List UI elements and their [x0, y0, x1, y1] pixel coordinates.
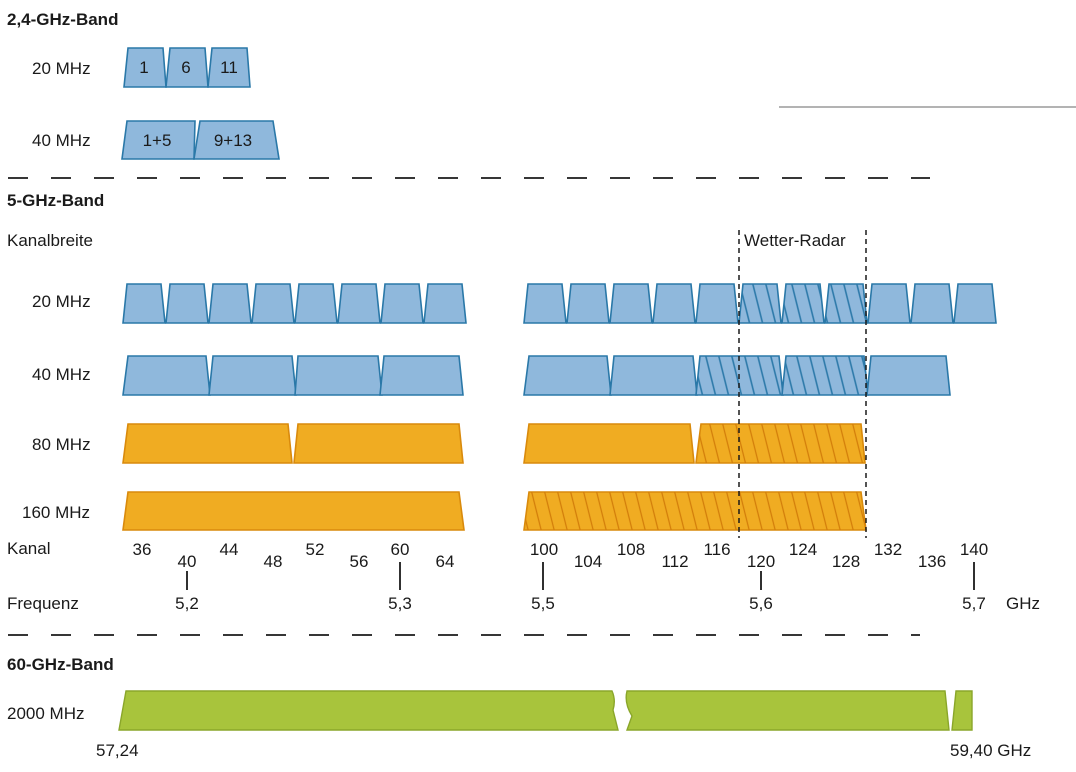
frequency-label: 5,6 [749, 594, 773, 613]
radar-hatch [524, 492, 866, 530]
heading-60ghz: 60-GHz-Band [7, 655, 114, 674]
channel-label: 112 [661, 552, 689, 571]
channel-block [165, 283, 209, 324]
radar-hatch [696, 424, 865, 463]
channel-label: 116 [703, 540, 731, 559]
channel-label: 140 [959, 540, 989, 559]
channel-block [122, 355, 211, 396]
channel-label: 64 [435, 552, 455, 571]
channel-label: 36 [132, 540, 152, 559]
label-5-20mhz: 20 MHz [32, 292, 91, 311]
heading-5ghz: 5-GHz-Band [7, 191, 105, 210]
channel-block [122, 283, 166, 324]
channel-label: 132 [873, 540, 903, 559]
channel-label: 108 [616, 540, 646, 559]
channel-block [207, 47, 251, 88]
channel-label: 124 [788, 540, 818, 559]
channel-label: 60 [390, 540, 410, 559]
channel-block [652, 283, 696, 324]
band5-40mhz-row [122, 355, 951, 396]
frequency-label: 5,2 [175, 594, 199, 613]
channel-block [294, 355, 383, 396]
label-kanal: Kanal [7, 539, 51, 558]
weather-radar-label: Wetter-Radar [744, 231, 846, 250]
channel-block [523, 283, 567, 324]
band5-160mhz-row [122, 491, 867, 531]
label-kanalbreite: Kanalbreite [7, 231, 94, 250]
label-24-20mhz: 20 MHz [32, 59, 91, 78]
channel-label: 104 [573, 552, 603, 571]
channel-block [379, 355, 464, 396]
heading-24ghz: 2,4-GHz-Band [7, 10, 119, 29]
channel-block [866, 355, 951, 396]
freq-60-start: 57,24 [96, 741, 139, 760]
ghz-unit-label: GHz [1006, 594, 1040, 613]
channel-block [251, 283, 295, 324]
freq-60-end: 59,40 GHz [950, 741, 1032, 760]
channel-label: 100 [529, 540, 559, 559]
frequency-label: 5,7 [962, 594, 986, 613]
channel-block [609, 355, 698, 396]
channel-label: 40 [177, 552, 197, 571]
channel-block [523, 423, 695, 464]
radar-hatch [825, 284, 867, 323]
band5-20mhz-left [122, 283, 467, 324]
channel-block [951, 690, 973, 731]
label-2000mhz: 2000 MHz [7, 704, 85, 723]
band24-40mhz-row: 1+5 9+13 [121, 120, 280, 160]
label-5-40mhz: 40 MHz [32, 365, 91, 384]
band60-row [118, 690, 973, 731]
label-24-40mhz: 40 MHz [32, 131, 91, 150]
label-frequenz: Frequenz [7, 594, 79, 613]
channel-block [122, 491, 465, 531]
channel-label: 120 [746, 552, 776, 571]
channel-label: 128 [831, 552, 861, 571]
channel-block [122, 423, 293, 464]
channel-1-text: 1 [139, 58, 148, 77]
channel-block [910, 283, 954, 324]
channel-block [380, 283, 424, 324]
label-5-160mhz: 160 MHz [22, 503, 91, 522]
channel-11-text: 11 [220, 58, 238, 77]
channel-label: 52 [305, 540, 325, 559]
band5-80mhz-row [122, 423, 866, 464]
channel-9-13-text: 9+13 [214, 131, 252, 150]
channel-block [293, 423, 464, 464]
channel-block [867, 283, 911, 324]
label-5-80mhz: 80 MHz [32, 435, 91, 454]
band24-20mhz-row: 1 6 11 [123, 47, 251, 88]
channel-label: 56 [349, 552, 369, 571]
channel-block [423, 283, 467, 324]
channel-1-5-text: 1+5 [143, 131, 172, 150]
channel-block [193, 120, 280, 160]
channel-block [523, 355, 612, 396]
radar-hatch [739, 284, 781, 323]
frequency-label: 5,3 [388, 594, 412, 613]
channel-block [695, 283, 739, 324]
channel-block [208, 355, 297, 396]
frequency-label: 5,5 [531, 594, 555, 613]
channel-block [118, 690, 619, 731]
channel-label: 136 [917, 552, 947, 571]
channel-block [566, 283, 610, 324]
channel-block [609, 283, 653, 324]
channel-block [208, 283, 252, 324]
radar-hatch [782, 284, 824, 323]
channel-block [294, 283, 338, 324]
channel-block [953, 283, 997, 324]
channel-label: 44 [219, 540, 239, 559]
channel-block [337, 283, 381, 324]
channel-6-text: 6 [181, 58, 190, 77]
channel-label: 48 [263, 552, 283, 571]
radar-hatch [782, 356, 868, 395]
channel-block [625, 690, 950, 731]
band5-20mhz-right [523, 283, 997, 324]
